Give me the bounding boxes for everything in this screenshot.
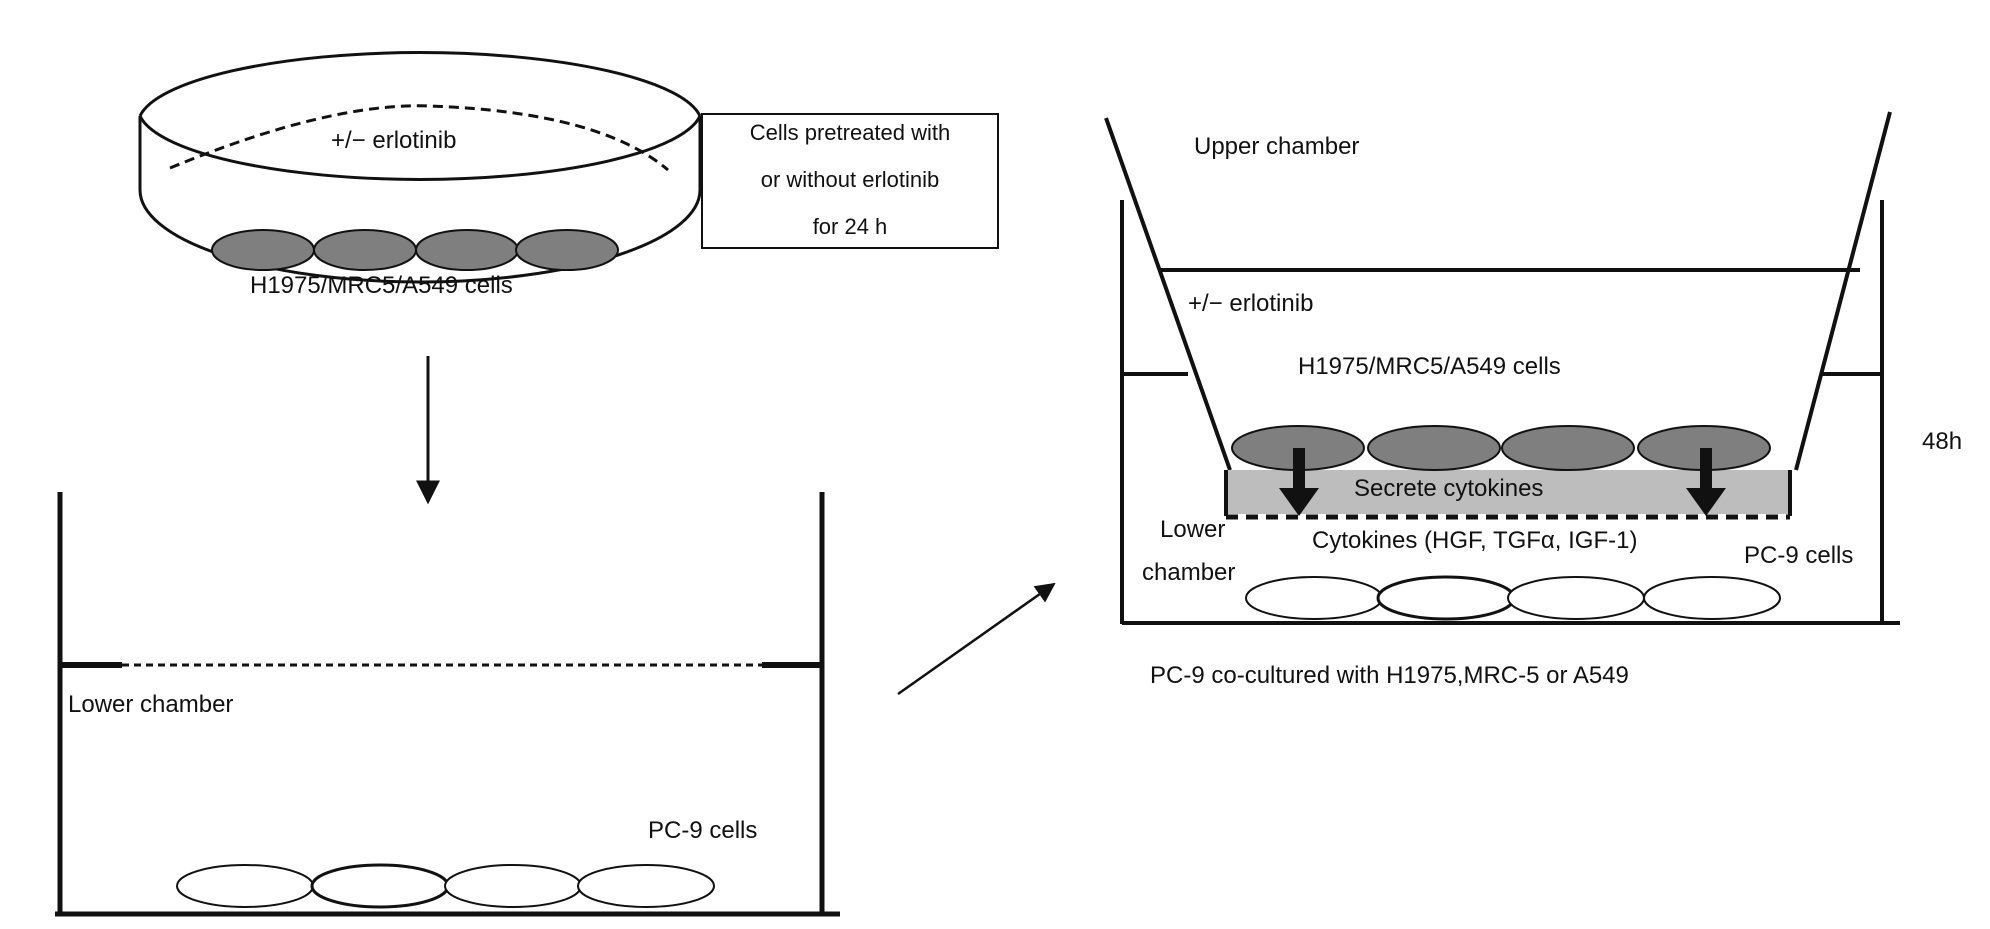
coculture-treatment-label: +/− erlotinib bbox=[1188, 290, 1313, 317]
secretion-arrow bbox=[1686, 448, 1726, 516]
pc9-cell bbox=[176, 864, 314, 908]
lower-chamber-label: Lower chamber bbox=[68, 691, 233, 718]
dish-rim-front bbox=[138, 115, 702, 181]
upper-cell bbox=[1367, 425, 1501, 471]
pc9-cell bbox=[1643, 576, 1781, 620]
dish-bottom bbox=[138, 189, 702, 284]
lower-chamber-label: Lower bbox=[1160, 516, 1225, 543]
pretreatment-note-line: or without erlotinib bbox=[761, 167, 940, 192]
secretion-arrow bbox=[1279, 448, 1319, 516]
dish-cells-label: H1975/MRC5/A549 cells bbox=[250, 272, 513, 299]
pretreatment-note-line: for 24 h bbox=[813, 214, 888, 239]
pc9-cells-label: PC-9 cells bbox=[648, 817, 757, 844]
pc9-cell bbox=[577, 864, 715, 908]
insert-wall-left bbox=[1104, 117, 1232, 471]
pc9-cell bbox=[1376, 575, 1516, 621]
upper-cells-label: H1975/MRC5/A549 cells bbox=[1298, 353, 1561, 380]
upper-chamber-label: Upper chamber bbox=[1194, 133, 1359, 160]
insert-wall-right bbox=[1794, 111, 1892, 471]
dish-rim-back bbox=[138, 51, 702, 117]
dish-cell bbox=[211, 229, 315, 271]
pretreatment-note: Cells pretreated with or without erlotin… bbox=[701, 113, 999, 249]
incubation-time-label: 48h bbox=[1922, 428, 1962, 455]
upper-cell bbox=[1501, 425, 1635, 471]
pc9-cell bbox=[1245, 576, 1383, 620]
dish-medium-surface bbox=[169, 104, 669, 172]
pc9-cell bbox=[1507, 576, 1645, 620]
dish-treatment-label: +/− erlotinib bbox=[331, 127, 456, 154]
dish-cell bbox=[313, 229, 417, 271]
lower-chamber-label: chamber bbox=[1142, 559, 1235, 586]
dish-cell bbox=[515, 229, 619, 271]
cytokines-label: Cytokines (HGF, TGFα, IGF-1) bbox=[1312, 527, 1637, 554]
secrete-cytokines-label: Secrete cytokines bbox=[1354, 475, 1543, 502]
transwell-coculture: Upper chamber +/− erlotinib H1975/MRC5/A… bbox=[1104, 111, 1962, 625]
coculture-caption: PC-9 co-cultured with H1975,MRC-5 or A54… bbox=[1150, 662, 1629, 689]
culture-dish: +/− erlotinib H1975/MRC5/A549 cells bbox=[138, 51, 702, 299]
lower-chamber-well: Lower chamber PC-9 cells bbox=[55, 492, 840, 917]
pretreatment-note-box bbox=[701, 113, 999, 249]
pc9-cell bbox=[310, 863, 450, 909]
pretreatment-note-line: Cells pretreated with bbox=[750, 120, 951, 145]
diagonal-arrow bbox=[897, 582, 1056, 696]
pc9-cells-label: PC-9 cells bbox=[1744, 542, 1853, 569]
pc9-cell bbox=[444, 864, 582, 908]
dish-cell bbox=[415, 229, 519, 271]
